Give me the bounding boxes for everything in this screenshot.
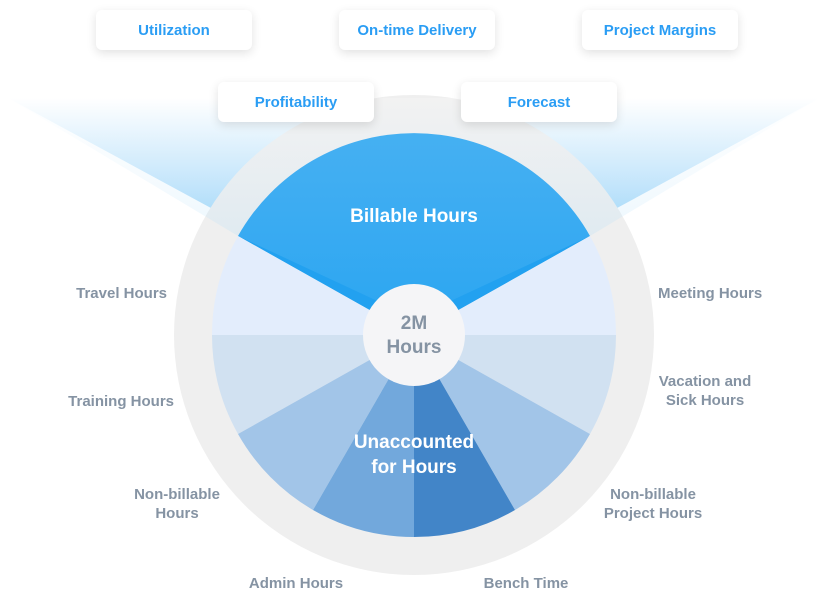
nonbillable-hours-label: Non-billable Hours <box>122 485 232 523</box>
forecast-pill[interactable]: Forecast <box>461 82 617 122</box>
profitability-pill[interactable]: Profitability <box>218 82 374 122</box>
unaccounted-line1: Unaccounted <box>353 432 475 453</box>
total-hours-unit: Hours <box>386 337 442 358</box>
nonbillable-project-line2: Project Hours <box>603 505 703 522</box>
nonbillable-hours-line1: Non-billable <box>134 486 220 503</box>
wedge-bench-time[interactable] <box>414 335 515 538</box>
unaccounted-hours-label: Unaccounted for Hours <box>314 430 514 480</box>
billable-hours-label: Billable Hours <box>350 206 478 227</box>
admin-hours-label: Admin Hours <box>236 574 356 593</box>
training-hours-text: Training Hours <box>68 393 174 410</box>
utilization-pill[interactable]: Utilization <box>96 10 252 50</box>
wedge-vacation-hours[interactable] <box>414 335 616 434</box>
travel-hours-label: Travel Hours <box>76 284 167 303</box>
total-hours-label: 2M Hours <box>364 312 464 360</box>
nonbillable-hours-line2: Hours <box>155 505 199 522</box>
vacation-line2: Sick Hours <box>665 392 745 409</box>
travel-hours-text: Travel Hours <box>76 285 167 302</box>
nonbillable-project-hours-label: Non-billable Project Hours <box>593 485 713 523</box>
beam-overlay <box>8 98 820 318</box>
wedge-admin-hours[interactable] <box>313 335 414 538</box>
wedge-meeting-hours[interactable] <box>414 236 616 335</box>
wedge-nonbillable-project-hours[interactable] <box>414 335 590 510</box>
meeting-hours-label: Meeting Hours <box>658 284 762 303</box>
wedge-training-hours[interactable] <box>212 335 414 434</box>
total-hours-value: 2M <box>400 313 428 334</box>
project-margins-pill[interactable]: Project Margins <box>582 10 738 50</box>
meeting-hours-text: Meeting Hours <box>658 285 763 302</box>
bench-time-text: Bench Time <box>483 575 569 592</box>
wedge-nonbillable-hours[interactable] <box>238 335 414 510</box>
vacation-line1: Vacation and <box>658 373 752 390</box>
nonbillable-project-line1: Non-billable <box>610 486 696 503</box>
wedge-travel-hours[interactable] <box>212 236 414 335</box>
unaccounted-line2: for Hours <box>371 457 457 478</box>
center-circle <box>363 284 465 386</box>
vacation-sick-hours-label: Vacation and Sick Hours <box>645 372 765 410</box>
bench-time-label: Bench Time <box>466 574 586 593</box>
admin-hours-text: Admin Hours <box>248 575 344 592</box>
training-hours-label: Training Hours <box>68 392 174 411</box>
on-time-delivery-pill[interactable]: On-time Delivery <box>339 10 495 50</box>
